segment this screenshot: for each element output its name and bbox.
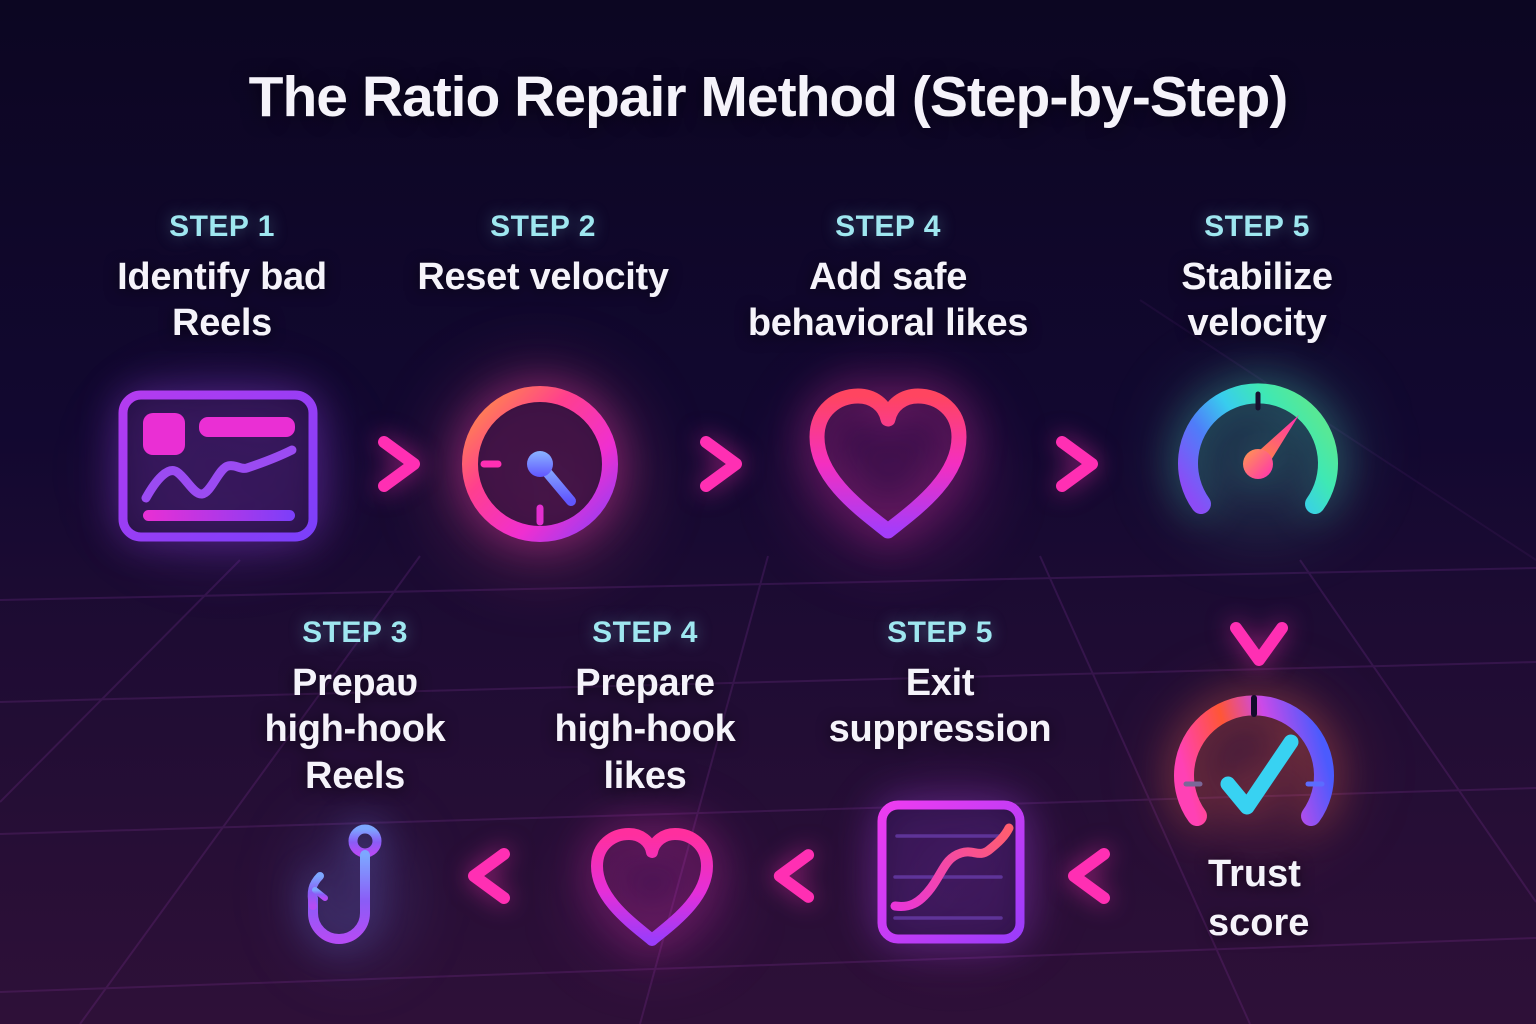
flow-arrow-right xyxy=(650,436,742,492)
heart-icon xyxy=(591,828,713,946)
page-title: The Ratio Repair Method (Step-by-Step) xyxy=(248,65,1289,129)
step-title: Reset velocity xyxy=(417,256,669,298)
flow-arrow-right xyxy=(328,436,420,492)
step-tag: STEP 3 xyxy=(302,616,408,649)
step-tag: STEP 1 xyxy=(169,210,275,243)
fishing-hook-icon xyxy=(307,824,382,944)
step-column-7: STEP 5 Exit suppression xyxy=(770,616,1110,753)
clock-icon xyxy=(462,386,618,542)
step-tag: STEP 4 xyxy=(835,210,941,243)
flow-arrow-left xyxy=(468,848,560,904)
step-title: Prepaʋ high-hook Reels xyxy=(264,662,446,797)
step-title: Identify bad Reels xyxy=(117,256,327,345)
speedometer-icon xyxy=(1178,383,1338,514)
step-tag: STEP 2 xyxy=(490,210,596,243)
step-tag: STEP 4 xyxy=(592,616,698,649)
step-column-3: STEP 4 Add safe behavioral likes xyxy=(718,210,1058,347)
step-title: Stabilize velocity xyxy=(1181,256,1333,345)
step-title: Prepare high-hook likes xyxy=(554,662,736,797)
step-column-5: STEP 3 Prepaʋ high-hook Reels xyxy=(185,616,525,799)
step-column-4: STEP 5 Stabilize velocity xyxy=(1087,210,1427,347)
analytics-card-icon xyxy=(118,390,318,542)
line-chart-card-icon xyxy=(877,800,1025,944)
flow-arrow-right xyxy=(1006,436,1098,492)
step-tag: STEP 5 xyxy=(1204,210,1310,243)
step-column-2: STEP 2 Reset velocity xyxy=(373,210,713,300)
step-column-6: STEP 4 Prepare high-hook likes xyxy=(475,616,815,799)
trust-gauge-icon xyxy=(1174,695,1334,826)
trust-score-label: Trust score xyxy=(1208,853,1310,945)
flow-arrow-left xyxy=(1068,848,1160,904)
step-title: Add safe behavioral likes xyxy=(747,256,1029,345)
step-tag: STEP 5 xyxy=(887,616,993,649)
flow-arrow-down xyxy=(1230,550,1288,666)
flow-arrow-left xyxy=(773,849,862,903)
step-column-1: STEP 1 Identify bad Reels xyxy=(52,210,392,347)
heart-icon xyxy=(809,388,967,539)
step-title: Exit suppression xyxy=(828,662,1052,751)
